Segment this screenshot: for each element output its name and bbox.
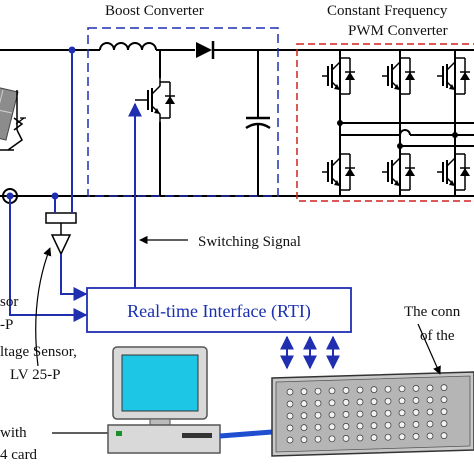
connector-jack xyxy=(342,435,350,442)
connector-jack xyxy=(286,412,294,420)
connector-label-line1: The conn xyxy=(404,304,461,320)
connector-jack xyxy=(328,423,336,431)
connector-jack xyxy=(398,385,406,393)
connector-jack xyxy=(426,408,434,416)
rti-label: Real-time Interface (RTI) xyxy=(127,301,311,322)
connector-jack xyxy=(286,436,294,444)
connector-jack xyxy=(356,422,364,430)
connector-jack xyxy=(370,422,378,429)
connector-panel-icon xyxy=(271,371,474,457)
connector-jack xyxy=(342,387,350,394)
connector-jack xyxy=(356,410,364,418)
connector-jack xyxy=(314,435,322,443)
igbt-switch-icon xyxy=(135,50,176,196)
connector-jack xyxy=(314,399,322,407)
connector-jack xyxy=(286,400,294,408)
connector-jack xyxy=(384,409,392,417)
connector-jack xyxy=(398,397,406,405)
connector-jack xyxy=(300,424,308,431)
voltage-sensor-label-line2: LV 25-P xyxy=(10,367,60,383)
connector-jack xyxy=(286,424,294,432)
boost-converter-label: Boost Converter xyxy=(105,3,204,19)
connector-pointer xyxy=(417,323,441,375)
current-sensor-label-line2: -P xyxy=(0,317,13,333)
pwm-converter-label-line1: Constant Frequency xyxy=(327,3,448,19)
rti-connector-links xyxy=(280,335,340,370)
connector-jack xyxy=(440,408,448,415)
connector-jack xyxy=(426,384,434,392)
connector-jack xyxy=(412,385,420,392)
connector-jack xyxy=(398,433,406,441)
pc-label-line2: 4 card xyxy=(0,447,38,463)
connector-jack xyxy=(440,396,448,403)
connector-jack xyxy=(384,421,392,429)
connector-jack xyxy=(412,421,420,428)
connector-jack xyxy=(286,388,294,396)
connector-jack xyxy=(342,399,350,406)
connector-jack xyxy=(370,434,378,441)
connector-jack xyxy=(384,433,392,441)
connector-jack xyxy=(398,409,406,417)
connector-jack xyxy=(342,423,350,430)
connector-jack xyxy=(328,387,336,395)
switching-signal-label: Switching Signal xyxy=(198,234,301,250)
connector-jack xyxy=(356,386,364,394)
connector-jack xyxy=(370,386,378,393)
connector-jack xyxy=(342,411,350,418)
connector-jack xyxy=(412,409,420,416)
measurement-wires xyxy=(9,50,88,322)
connector-jack xyxy=(314,423,322,431)
connector-jack xyxy=(384,385,392,393)
pc-connector-cable xyxy=(219,429,273,439)
rti-block xyxy=(86,287,352,333)
connector-jack xyxy=(328,399,336,407)
connector-jack xyxy=(426,420,434,428)
diode-icon xyxy=(196,41,258,59)
connector-jack xyxy=(314,387,322,395)
connector-jack xyxy=(440,384,448,391)
current-sensor-label-line1: sor xyxy=(0,294,18,310)
connector-jack xyxy=(300,388,308,395)
computer-icon xyxy=(107,346,221,454)
pwm-converter-label-line2: PWM Converter xyxy=(348,23,448,39)
connector-jack xyxy=(328,411,336,419)
capacitor-icon xyxy=(245,50,271,196)
connector-label-line2: of the xyxy=(420,328,455,344)
connector-jack xyxy=(412,397,420,404)
pv-panel-icon xyxy=(0,87,26,151)
boost-converter-box xyxy=(87,27,279,197)
connector-jack xyxy=(300,400,308,407)
connector-jack xyxy=(426,396,434,404)
connector-jack xyxy=(300,412,308,419)
connector-jack xyxy=(384,397,392,405)
connector-jack xyxy=(398,421,406,429)
connector-jack xyxy=(440,420,448,427)
voltage-sensor-pointer xyxy=(35,247,52,367)
connector-jack xyxy=(412,433,420,440)
connector-jack xyxy=(356,398,364,406)
pc-label-line1: with xyxy=(0,425,27,441)
connector-jack xyxy=(300,436,308,443)
connector-jack xyxy=(370,410,378,417)
connector-jack xyxy=(426,432,434,440)
connector-jack xyxy=(356,434,364,442)
connector-jack xyxy=(440,432,448,439)
connector-jack xyxy=(370,398,378,405)
connector-jack xyxy=(328,435,336,443)
pwm-converter-box xyxy=(296,43,474,202)
voltage-sensor-icon xyxy=(45,212,77,256)
voltage-sensor-label-line1: ltage Sensor, xyxy=(0,344,77,360)
connector-jack xyxy=(314,411,322,419)
inverter-bridge xyxy=(321,50,474,196)
inductor-icon xyxy=(95,42,195,51)
